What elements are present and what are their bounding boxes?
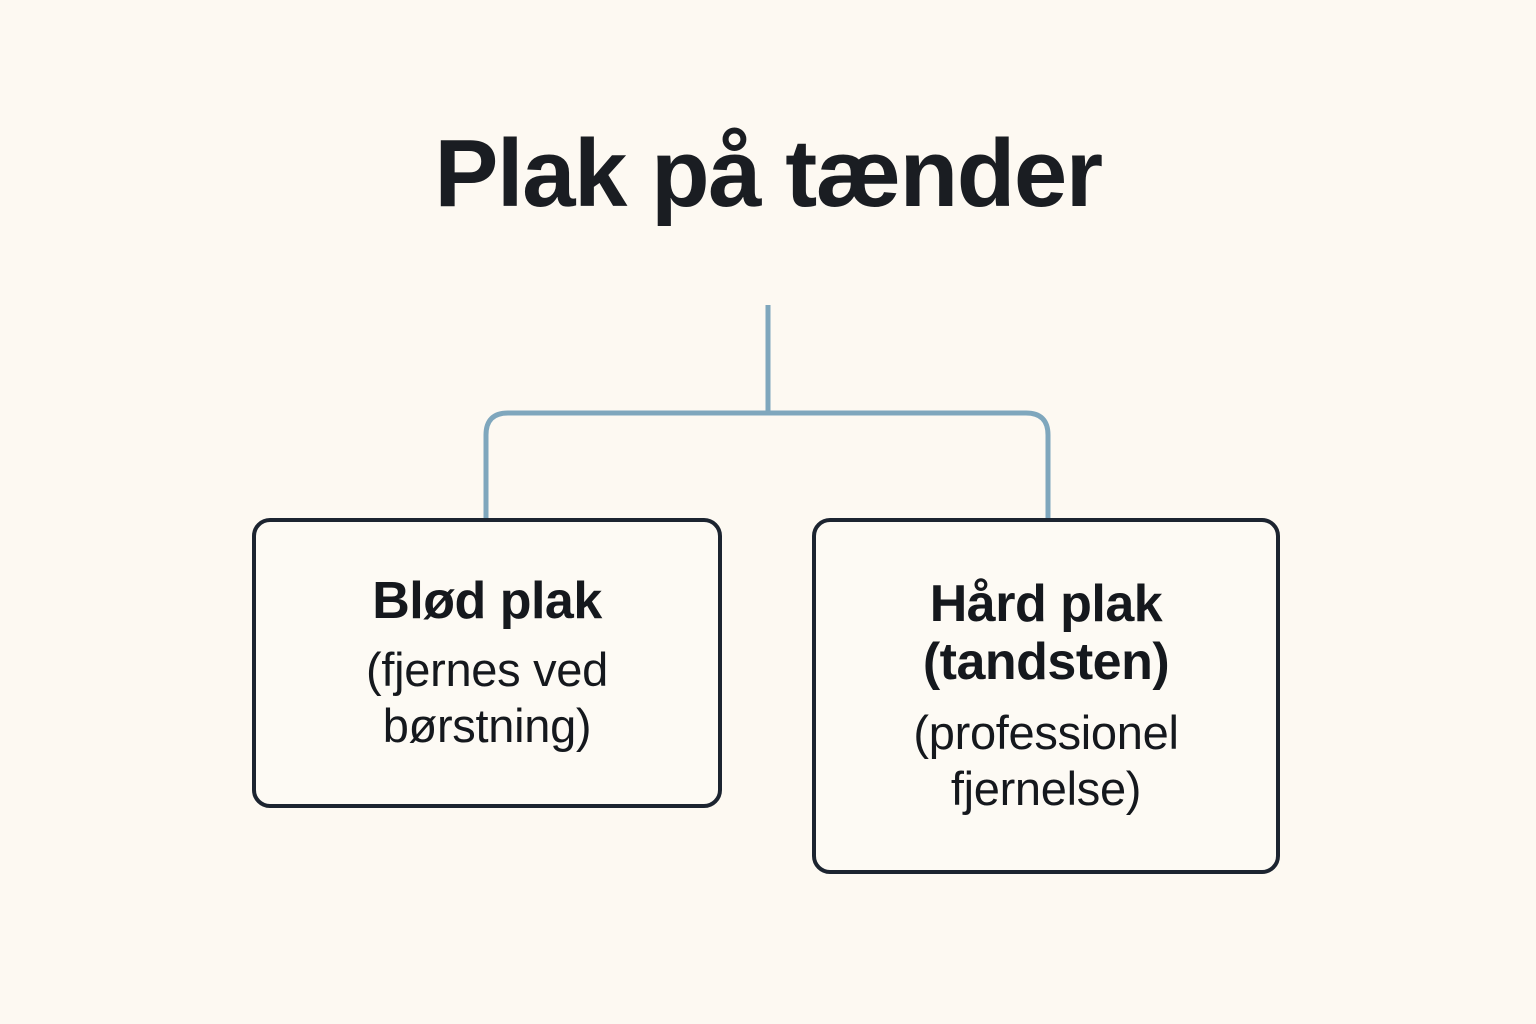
node-hard-plaque[interactable]: Hård plak (tandsten) (professionel fjern…: [812, 518, 1280, 874]
node-soft-plaque[interactable]: Blød plak (fjernes ved børstning): [252, 518, 722, 808]
diagram-title: Plak på tænder: [434, 120, 1103, 227]
connector-bracket: [483, 410, 1051, 518]
node-soft-plaque-subtitle: (fjernes ved børstning): [366, 643, 608, 753]
node-hard-plaque-title: Hård plak (tandsten): [922, 574, 1170, 692]
node-hard-plaque-subtitle: (professionel fjernelse): [913, 706, 1179, 816]
node-soft-plaque-title: Blød plak: [372, 571, 602, 630]
